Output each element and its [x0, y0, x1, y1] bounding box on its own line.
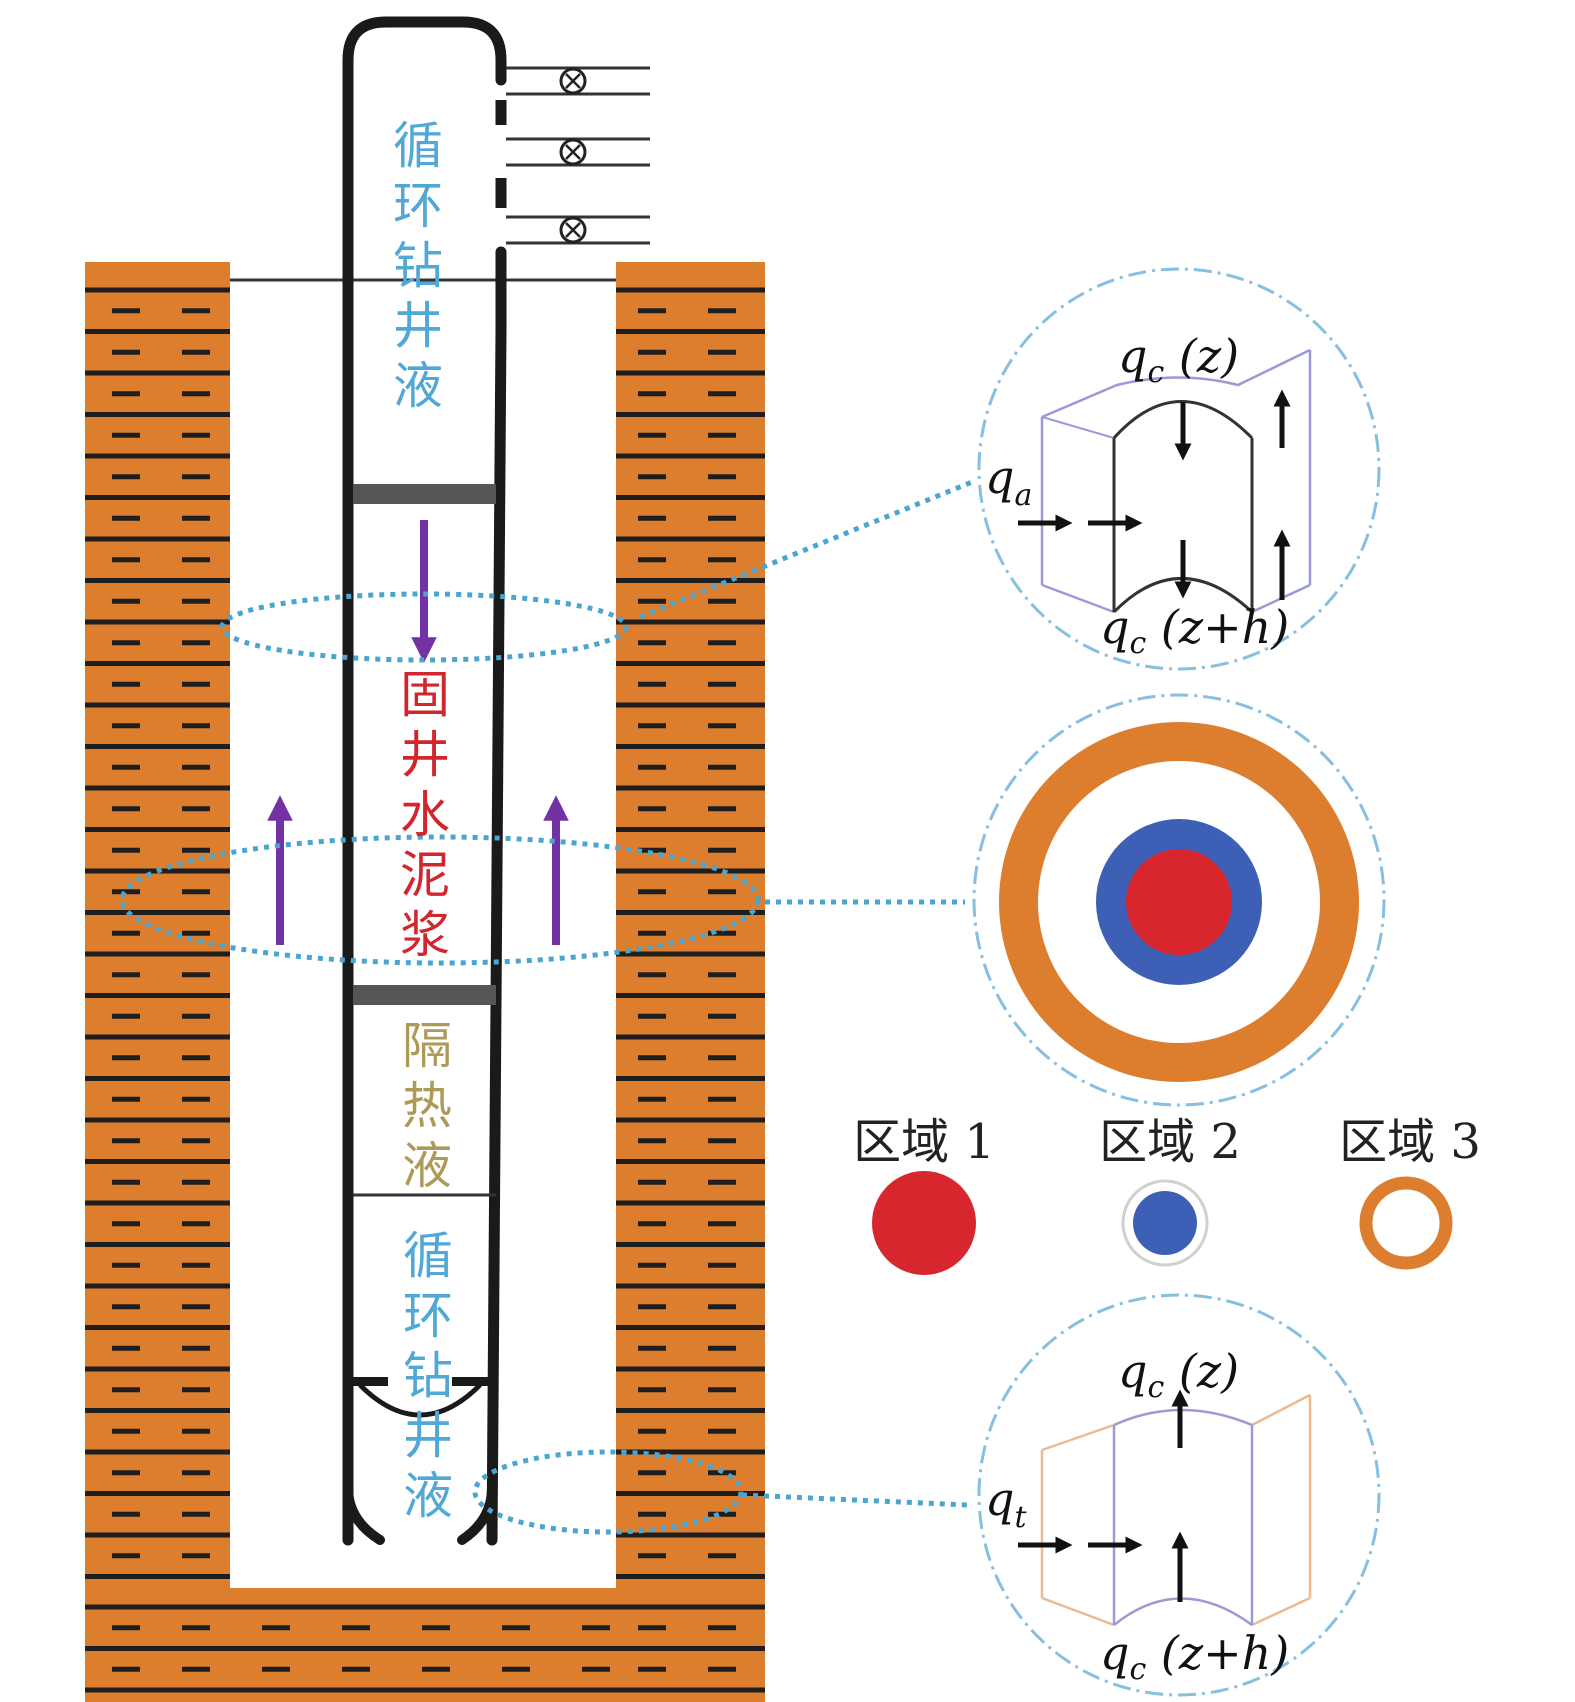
- legend-region2-swatch: [1133, 1191, 1197, 1255]
- legend-region3-swatch: [1359, 1176, 1453, 1270]
- connector-top: [639, 479, 973, 620]
- element-top: [1018, 348, 1312, 614]
- formation-rock: [85, 262, 765, 1702]
- label-drilling-fluid-bottom: 循环钻井液: [403, 1227, 453, 1525]
- valve-icon: [506, 66, 650, 96]
- valve-icon: [506, 137, 650, 167]
- section-ellipse-bottom: [472, 1449, 744, 1535]
- rock-stripes: [85, 287, 765, 1693]
- legend-region1-swatch: [872, 1171, 976, 1275]
- connector-bottom: [741, 1492, 969, 1508]
- valve-icon: [506, 215, 650, 245]
- top-plug: [353, 484, 496, 504]
- legend-region1-label: 区域 1: [853, 1114, 995, 1170]
- legend: [872, 1171, 1453, 1275]
- flux-top-qc-zh: qc (z+h): [1100, 600, 1289, 661]
- legend-region2-label: 区域 2: [1099, 1114, 1241, 1170]
- cross-section: [999, 722, 1359, 1082]
- dotted-callouts: [119, 479, 973, 1535]
- flux-top-qc-z: qc (z): [1118, 329, 1239, 390]
- label-cement-slurry: 固井水泥浆: [400, 666, 450, 964]
- flux-bottom-qt: qt: [985, 1472, 1027, 1535]
- label-drilling-fluid-top: 循环钻井液: [393, 117, 443, 415]
- drill-pipe: [342, 16, 507, 1546]
- zoom-circle-bottom: [977, 1293, 1381, 1697]
- flux-bottom-qc-z: qc (z): [1118, 1344, 1239, 1405]
- region1-disc: [1126, 849, 1232, 955]
- zoom-circle-top: [977, 267, 1381, 671]
- zoom-circle-middle: [972, 693, 1386, 1107]
- section-ellipse-middle: [119, 834, 761, 966]
- bottom-plug: [353, 985, 496, 1005]
- valve-manifold: [506, 66, 650, 245]
- section-ellipse-top: [219, 591, 629, 663]
- flux-top-qa: qa: [985, 450, 1032, 513]
- flux-bottom-qc-zh: qc (z+h): [1100, 1626, 1289, 1687]
- zoom-circles: [972, 267, 1386, 1697]
- label-spacer-fluid: 隔热液: [402, 1017, 452, 1195]
- element-bottom: [1018, 1389, 1312, 1627]
- rock-left: [85, 262, 230, 1702]
- legend-region3-label: 区域 3: [1339, 1114, 1481, 1170]
